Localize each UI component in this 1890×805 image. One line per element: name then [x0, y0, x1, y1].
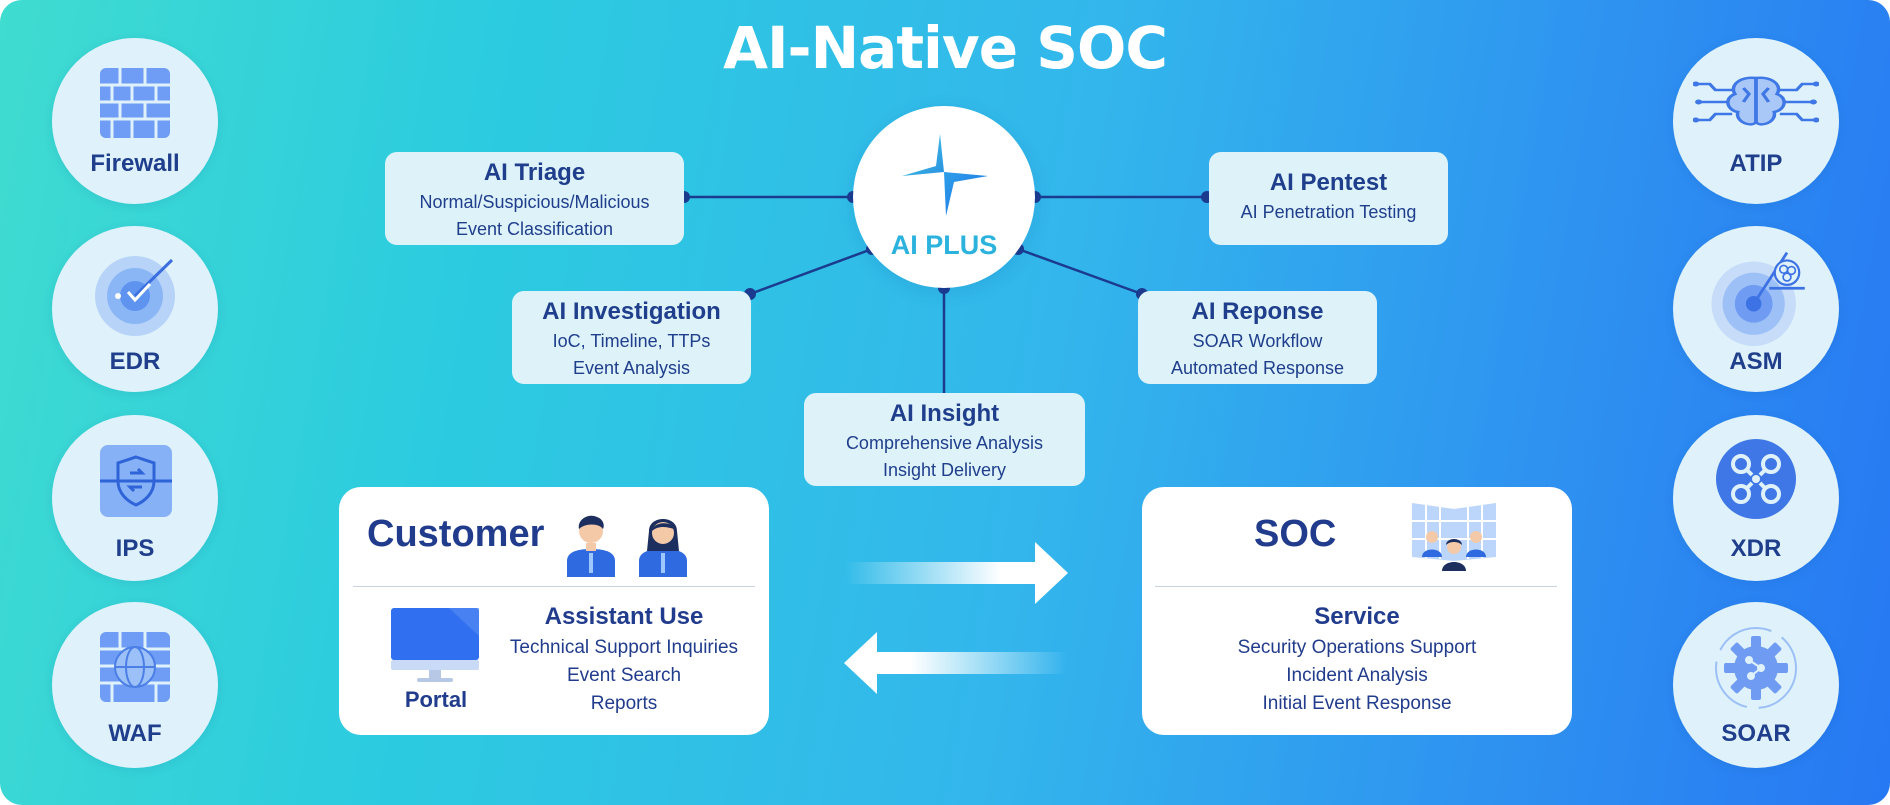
product-waf: WAF — [52, 602, 218, 768]
panel-divider — [1155, 586, 1557, 587]
portal-label: Portal — [404, 687, 468, 712]
card-ai-triage: AI Triage Normal/Suspicious/Malicious Ev… — [385, 152, 684, 245]
card-title: AI Triage — [483, 159, 586, 186]
card-line: Normal/Suspicious/Malicious — [419, 192, 650, 212]
arrow-right-icon — [845, 542, 1068, 604]
product-label: ATIP — [1729, 150, 1783, 177]
card-title: AI Reponse — [1191, 298, 1324, 325]
gear-icon — [1715, 627, 1797, 709]
soc-heading: Service — [1314, 603, 1400, 630]
customer-people-icon — [567, 515, 687, 577]
page-title: AI-Native SOC — [723, 14, 1168, 82]
card-ai-pentest: AI Pentest AI Penetration Testing — [1209, 152, 1448, 245]
customer-title: Customer — [367, 513, 545, 555]
card-line: Automated Response — [1170, 358, 1345, 378]
product-xdr: XDR — [1673, 415, 1839, 581]
soc-line: Security Operations Support — [1237, 637, 1477, 658]
globe-wall-icon — [100, 632, 170, 702]
panel-divider — [353, 586, 755, 587]
card-title: AI Insight — [889, 400, 1000, 427]
card-line: IoC, Timeline, TTPs — [552, 331, 711, 351]
product-firewall: Firewall — [52, 38, 218, 204]
customer-heading: Assistant Use — [544, 603, 704, 630]
card-title: AI Pentest — [1269, 169, 1388, 196]
customer-panel: Customer Portal Assistant Use — [339, 487, 769, 735]
product-soar: SOAR — [1673, 602, 1839, 768]
card-line: Comprehensive Analysis — [845, 433, 1044, 453]
soc-lines: Security Operations Support Incident Ana… — [1142, 634, 1572, 718]
card-ai-response: AI Reponse SOAR Workflow Automated Respo… — [1138, 291, 1377, 384]
card-line: SOAR Workflow — [1192, 331, 1323, 351]
target-icon — [1711, 251, 1805, 346]
card-ai-insight: AI Insight Comprehensive Analysis Insigh… — [804, 393, 1085, 486]
soc-title: SOC — [1254, 513, 1337, 555]
customer-line: Reports — [590, 693, 658, 714]
hub-label: AI PLUS — [890, 230, 998, 260]
product-label: WAF — [108, 720, 162, 747]
product-label: EDR — [109, 348, 161, 375]
product-label: SOAR — [1721, 720, 1791, 747]
card-line: Insight Delivery — [882, 460, 1007, 480]
card-line: Event Analysis — [572, 358, 691, 378]
customer-line: Event Search — [566, 665, 682, 686]
product-label: IPS — [115, 535, 155, 562]
brain-circuit-icon — [1693, 76, 1819, 126]
product-label: XDR — [1730, 535, 1782, 562]
radar-icon — [95, 256, 175, 336]
product-atip: ATIP — [1673, 38, 1839, 204]
xdr-icon — [1716, 439, 1796, 519]
card-ai-investigation: AI Investigation IoC, Timeline, TTPs Eve… — [512, 291, 751, 384]
firewall-icon — [100, 68, 170, 138]
card-title: AI Investigation — [542, 298, 721, 325]
arrow-left-icon — [844, 632, 1067, 694]
soc-line: Incident Analysis — [1286, 665, 1428, 686]
shield-icon — [100, 445, 172, 517]
card-line: AI Penetration Testing — [1240, 202, 1417, 222]
ai-plus-hub: AI PLUS — [853, 106, 1035, 288]
product-asm: ASM — [1673, 226, 1839, 392]
customer-line: Technical Support Inquiries — [509, 637, 739, 658]
ai-plus-logo-icon — [902, 134, 988, 216]
card-line: Event Classification — [455, 219, 614, 239]
soc-panel: SOC Service Security Operations Support … — [1142, 487, 1572, 735]
product-edr: EDR — [52, 226, 218, 392]
soc-line: Initial Event Response — [1262, 693, 1452, 714]
product-label: Firewall — [90, 150, 180, 177]
monitor-icon — [391, 608, 479, 682]
customer-lines: Technical Support Inquiries Event Search… — [499, 634, 749, 718]
product-ips: IPS — [52, 415, 218, 581]
soc-team-icon — [1412, 503, 1496, 571]
product-label: ASM — [1729, 348, 1783, 375]
